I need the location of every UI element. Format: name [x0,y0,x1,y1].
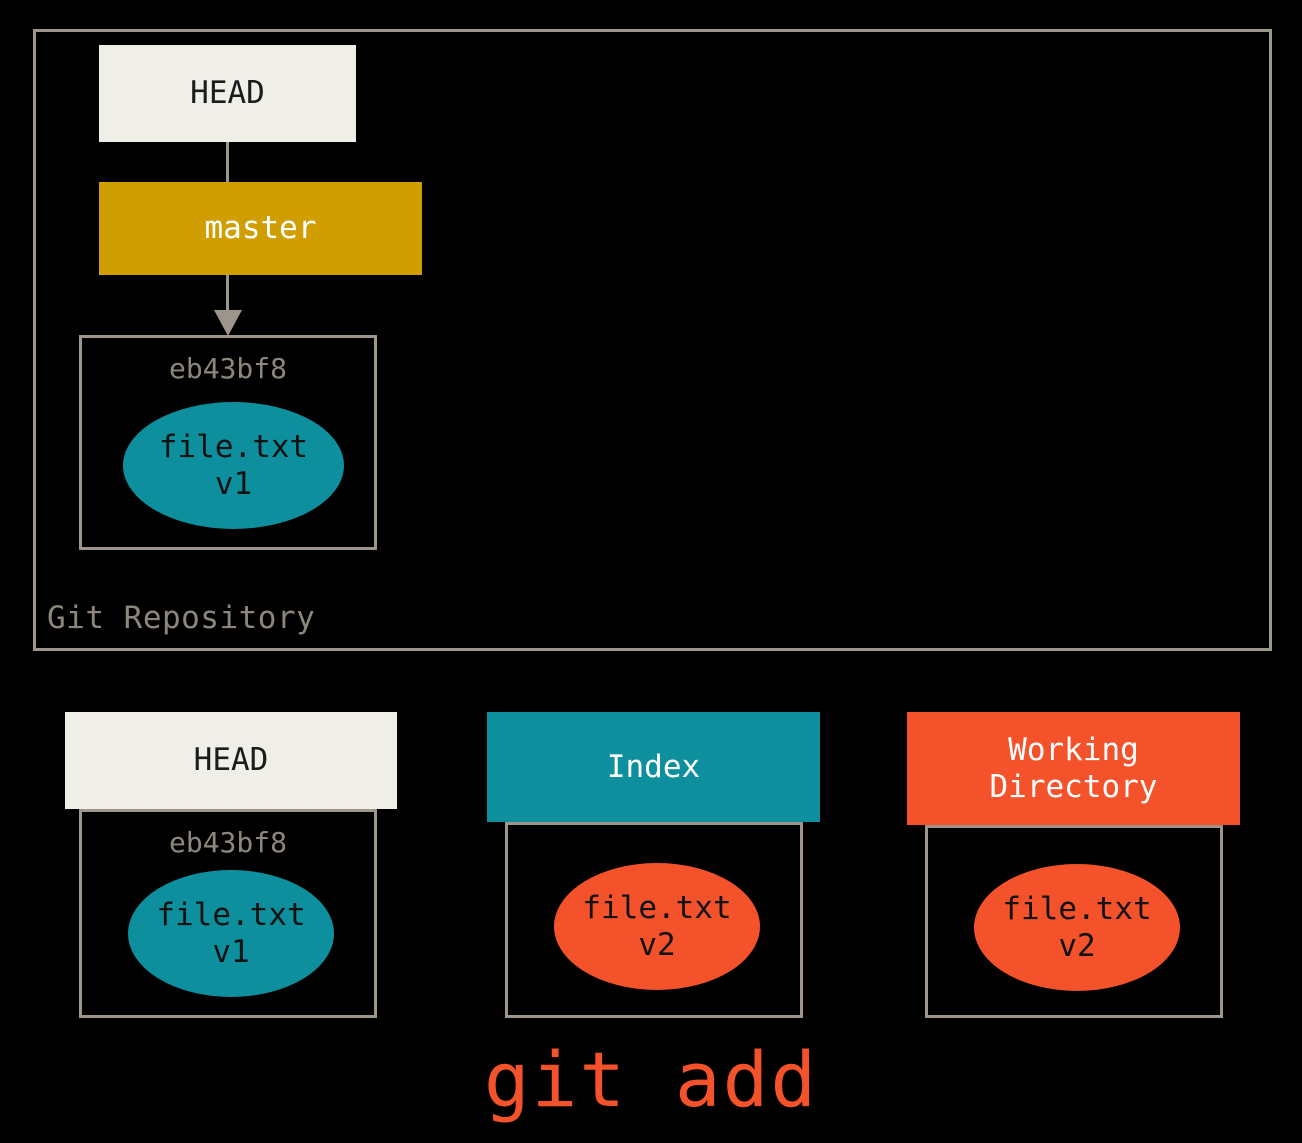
area-header-working-directory-label: Working Directory [989,731,1158,805]
working-directory-area-blob: file.txt v2 [974,864,1180,991]
master-to-commit-arrowhead [214,310,242,336]
area-body-index: file.txt v2 [505,822,803,1018]
area-header-index: Index [487,712,820,822]
repo-commit-sha: eb43bf8 [168,352,287,385]
git-repository-frame [33,29,1272,651]
git-repository-label: Git Repository [47,600,316,636]
repo-head-box: HEAD [99,45,356,142]
head-area-sha: eb43bf8 [168,826,287,859]
area-header-working-directory: Working Directory [907,712,1240,825]
head-to-master-connector [226,142,229,182]
master-to-commit-connector [226,275,229,317]
index-area-blob: file.txt v2 [554,863,760,990]
command-caption: git add [483,1035,819,1124]
repo-commit-blob: file.txt v1 [123,402,344,529]
area-header-head: HEAD [65,712,397,809]
repo-commit-box: eb43bf8 file.txt v1 [79,335,377,550]
head-area-blob: file.txt v1 [128,870,334,997]
repo-head-label: HEAD [190,75,265,112]
area-body-working-directory: file.txt v2 [925,825,1223,1018]
area-body-head: eb43bf8 file.txt v1 [79,809,377,1018]
repo-master-branch-box: master [99,182,422,275]
area-header-index-label: Index [606,748,701,785]
repo-master-label: master [204,210,317,247]
area-header-head-label: HEAD [193,742,269,779]
